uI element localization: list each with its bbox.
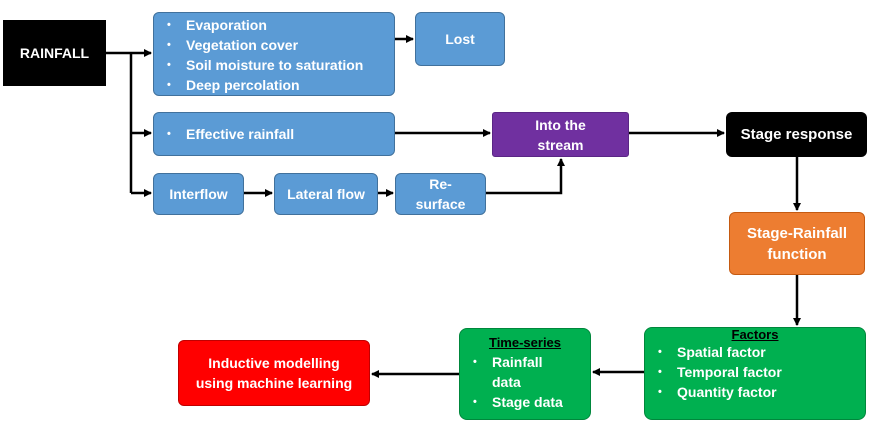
losses-list: Evaporation Vegetation cover Soil moistu… bbox=[154, 15, 394, 95]
factor-temporal: Temporal factor bbox=[645, 362, 865, 382]
interflow-label: Interflow bbox=[169, 186, 228, 202]
effective-rainfall-box: Effective rainfall bbox=[153, 112, 395, 156]
factors-list: Spatial factor Temporal factor Quantity … bbox=[645, 342, 865, 402]
resurface-box: Re- surface bbox=[395, 173, 486, 215]
inductive-modelling-box: Inductive modelling using machine learni… bbox=[178, 340, 370, 406]
lost-label: Lost bbox=[445, 31, 475, 47]
effective-rainfall-label: Effective rainfall bbox=[154, 124, 294, 144]
losses-box: Evaporation Vegetation cover Soil moistu… bbox=[153, 12, 395, 96]
stage-rainfall-line1: Stage-Rainfall bbox=[746, 224, 848, 242]
inductive-line1: Inductive modelling bbox=[208, 355, 340, 371]
rainfall-box: RAINFALL bbox=[3, 20, 106, 86]
rainfall-data-item: Rainfall data bbox=[460, 352, 590, 392]
loss-deep-percolation: Deep percolation bbox=[154, 75, 394, 95]
factors-box: Factors Spatial factor Temporal factor Q… bbox=[644, 327, 866, 420]
stage-rainfall-box: Stage-Rainfall function bbox=[729, 212, 865, 275]
into-stream-line1: Into the bbox=[535, 116, 586, 133]
loss-evaporation: Evaporation bbox=[154, 15, 394, 35]
stage-data-item: Stage data bbox=[460, 392, 590, 412]
rainfall-data-line2: data bbox=[492, 374, 521, 390]
loss-vegetation-cover: Vegetation cover bbox=[154, 35, 394, 55]
factor-quantity: Quantity factor bbox=[645, 382, 865, 402]
loss-soil-moisture: Soil moisture to saturation bbox=[154, 55, 394, 75]
stage-rainfall-line2: function bbox=[767, 245, 827, 263]
lost-box: Lost bbox=[415, 12, 505, 66]
factors-title: Factors bbox=[731, 327, 779, 342]
into-stream-line2: stream bbox=[537, 136, 584, 153]
time-series-box: Time-series Rainfall data Stage data bbox=[459, 328, 591, 420]
rainfall-data-line1: Rainfall bbox=[492, 354, 543, 370]
lateral-flow-label: Lateral flow bbox=[287, 186, 365, 202]
factor-spatial: Spatial factor bbox=[645, 342, 865, 362]
inductive-line2: using machine learning bbox=[195, 375, 353, 391]
resurface-line1: Re- bbox=[429, 176, 452, 192]
time-series-list: Rainfall data Stage data bbox=[460, 352, 590, 412]
rainfall-label: RAINFALL bbox=[19, 45, 90, 61]
stage-response-box: Stage response bbox=[726, 112, 867, 157]
time-series-title: Time-series bbox=[488, 335, 562, 350]
lateral-flow-box: Lateral flow bbox=[274, 173, 378, 215]
resurface-line2: surface bbox=[415, 196, 466, 212]
into-stream-box: Into the stream bbox=[492, 112, 629, 157]
effective-list: Effective rainfall bbox=[154, 124, 294, 144]
stage-response-label: Stage response bbox=[740, 125, 853, 143]
interflow-box: Interflow bbox=[153, 173, 244, 215]
